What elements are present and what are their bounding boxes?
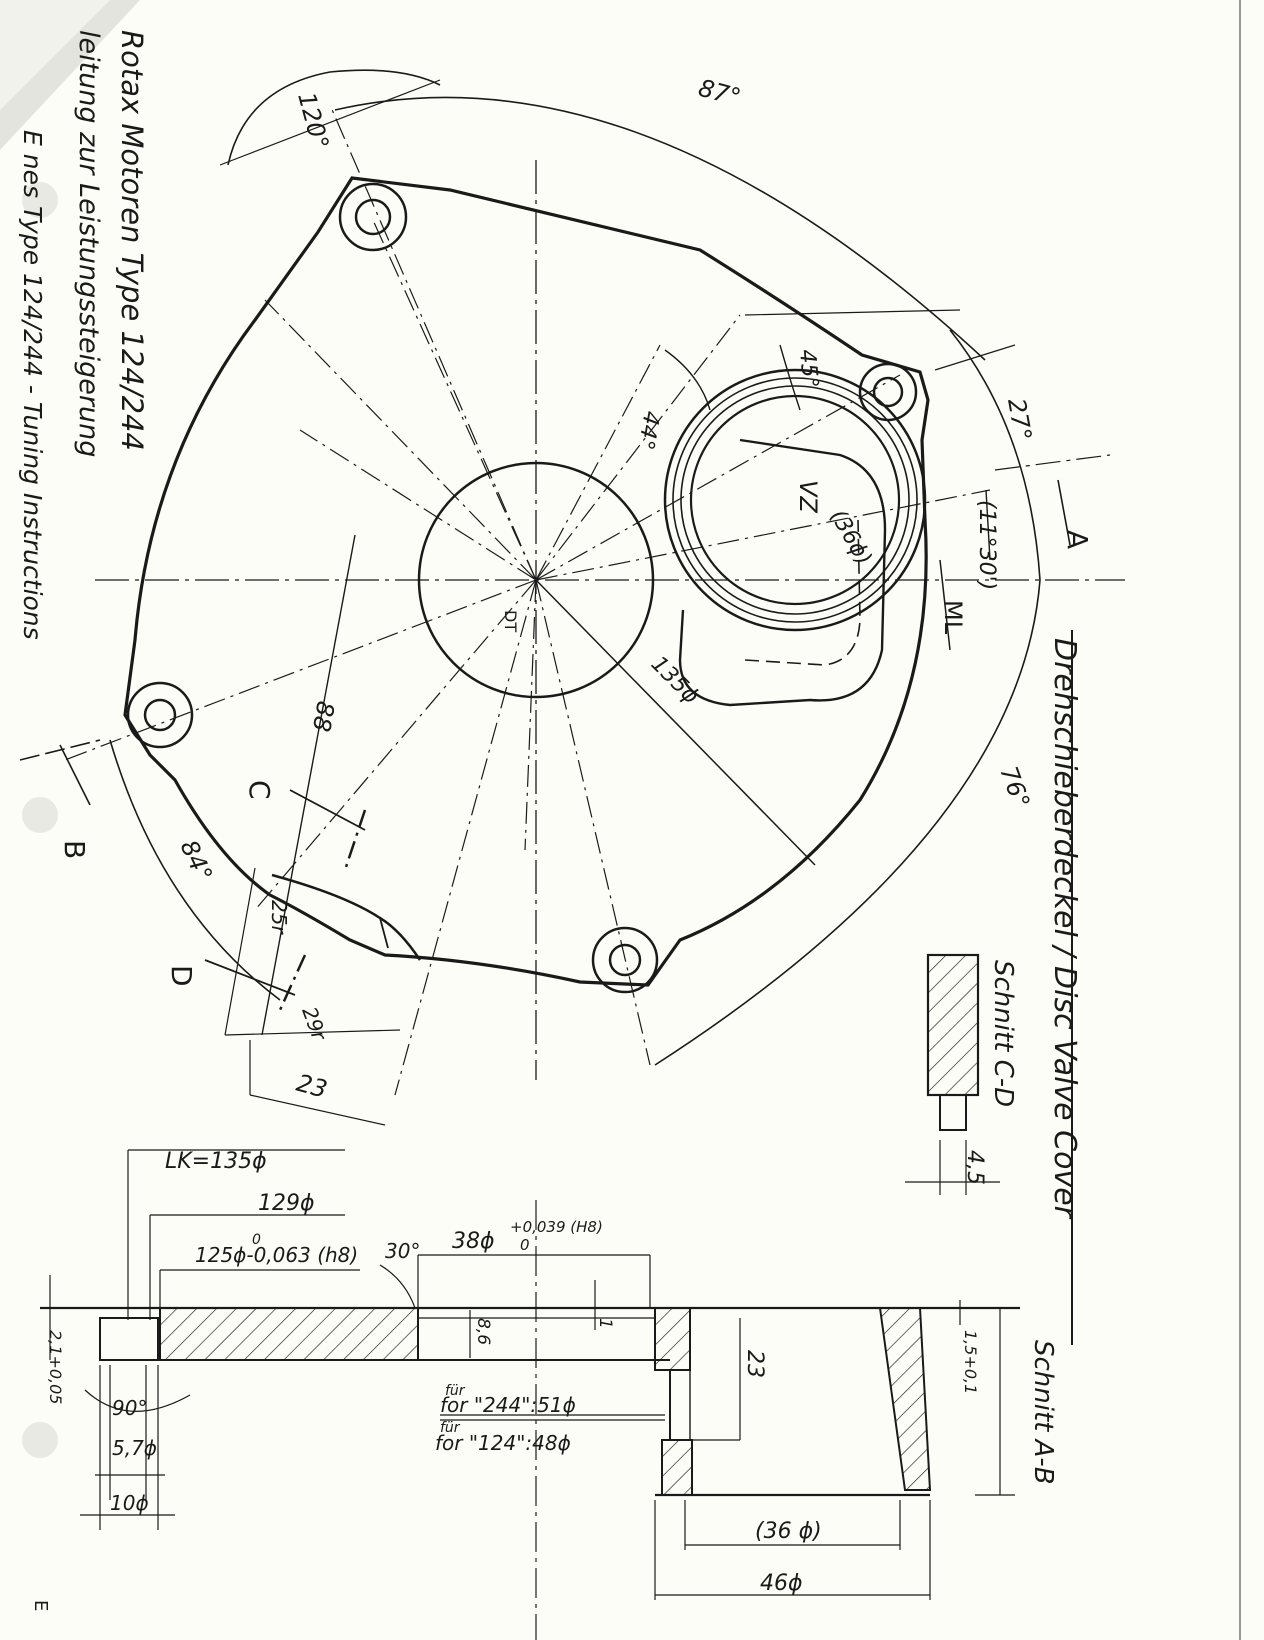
svg-text:(11°30'): (11°30') xyxy=(974,500,999,590)
svg-text:1: 1 xyxy=(595,1318,615,1329)
title-block: Rotax Motoren Type 124/244 leitung zur L… xyxy=(18,30,149,640)
title-line-1: Rotax Motoren Type 124/244 xyxy=(115,30,149,451)
svg-text:0: 0 xyxy=(252,1232,261,1248)
svg-text:10ϕ: 10ϕ xyxy=(110,1491,149,1515)
svg-text:8,6: 8,6 xyxy=(473,1318,493,1345)
svg-text:87°: 87° xyxy=(695,74,743,112)
svg-text:Schnitt C-D: Schnitt C-D xyxy=(988,960,1018,1107)
svg-text:1,5+0,1: 1,5+0,1 xyxy=(961,1330,980,1394)
svg-text:für: für xyxy=(440,1420,461,1436)
svg-text:Drehschieberdeckel / Disc Valv: Drehschieberdeckel / Disc Valve Cover xyxy=(1047,638,1082,1220)
section-c-d: 4,5 Schnitt C-D xyxy=(905,953,1018,1195)
svg-text:38ϕ: 38ϕ xyxy=(452,1229,495,1254)
section-a-b xyxy=(40,1149,1020,1640)
svg-text:VZ: VZ xyxy=(794,480,822,513)
svg-text:90°: 90° xyxy=(112,1396,147,1420)
svg-text:+0,039 (H8): +0,039 (H8) xyxy=(510,1218,603,1236)
svg-text:C: C xyxy=(243,780,276,800)
svg-text:2,1+0,05: 2,1+0,05 xyxy=(46,1330,65,1404)
title-line-2: leitung zur Leistungssteigerung xyxy=(73,30,104,457)
svg-text:23: 23 xyxy=(293,1069,330,1104)
svg-text:5,7ϕ: 5,7ϕ xyxy=(112,1436,157,1460)
svg-text:for "244":51ϕ: for "244":51ϕ xyxy=(440,1393,576,1417)
svg-text:D: D xyxy=(165,965,198,987)
svg-text:A: A xyxy=(1061,530,1094,549)
svg-text:LK=135ϕ: LK=135ϕ xyxy=(165,1149,267,1174)
svg-text:23: 23 xyxy=(742,1350,767,1378)
svg-text:45°: 45° xyxy=(794,348,822,389)
svg-text:B: B xyxy=(58,840,91,859)
svg-text:25r: 25r xyxy=(267,900,291,935)
svg-text:0: 0 xyxy=(520,1236,530,1254)
svg-text:30°: 30° xyxy=(385,1239,420,1263)
svg-text:120°: 120° xyxy=(292,89,334,152)
svg-text:4,5: 4,5 xyxy=(962,1150,987,1185)
svg-text:(36ϕ): (36ϕ) xyxy=(825,506,876,570)
top-view xyxy=(19,69,1125,1126)
corner-mark: E xyxy=(30,1600,51,1611)
svg-text:für: für xyxy=(445,1383,466,1399)
svg-text:27°: 27° xyxy=(1002,396,1037,443)
drawing-title: Drehschieberdeckel / Disc Valve Cover xyxy=(1047,630,1082,1345)
svg-text:46ϕ: 46ϕ xyxy=(760,1571,803,1596)
svg-text:44°: 44° xyxy=(632,409,663,452)
svg-text:29r: 29r xyxy=(297,1004,332,1046)
svg-text:76°: 76° xyxy=(994,762,1035,812)
svg-text:Schnitt A-B: Schnitt A-B xyxy=(1028,1340,1058,1485)
svg-text:125ϕ-0,063 (h8): 125ϕ-0,063 (h8) xyxy=(195,1243,358,1267)
svg-text:129ϕ: 129ϕ xyxy=(258,1191,315,1216)
svg-text:DT: DT xyxy=(501,610,520,632)
svg-text:for "124":48ϕ: for "124":48ϕ xyxy=(435,1431,571,1455)
top-view-labels: 120° 87° 27° 45° 44° (11°30') VZ (36ϕ) 1… xyxy=(58,74,1094,1104)
svg-text:88: 88 xyxy=(307,699,340,734)
svg-text:ML: ML xyxy=(939,600,967,635)
section-a-b-labels: LK=135ϕ 129ϕ 125ϕ-0,063 (h8) 0 30° 38ϕ +… xyxy=(46,1149,1058,1596)
title-line-3: E nes Type 124/244 - Tuning Instructions xyxy=(18,130,47,640)
svg-text:84°: 84° xyxy=(175,836,218,886)
svg-text:(36 ϕ): (36 ϕ) xyxy=(755,1519,822,1544)
